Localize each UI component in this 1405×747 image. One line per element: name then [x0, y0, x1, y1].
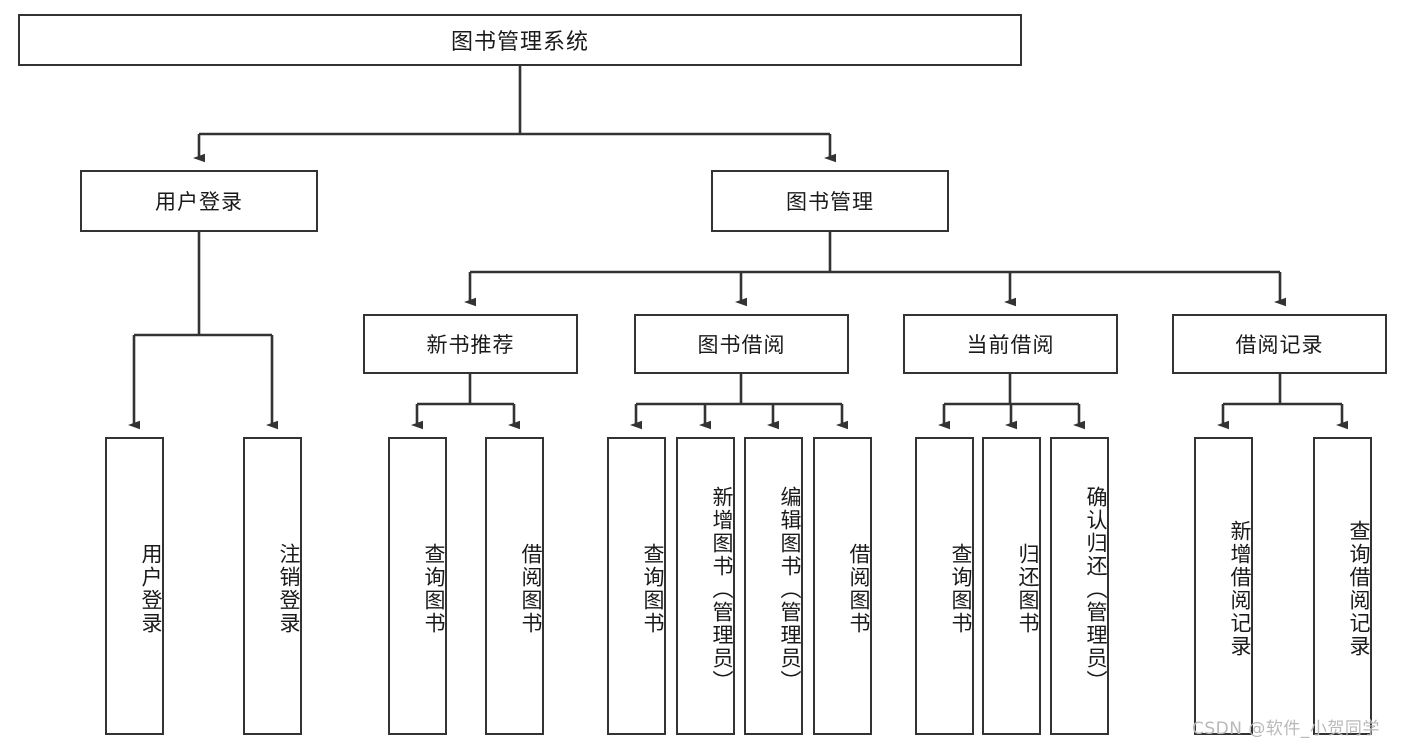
node-leaf-confirm-return[interactable]: 确认归还（管理员）: [1050, 437, 1109, 735]
node-leaf-user-login[interactable]: 用户登录: [105, 437, 164, 735]
node-book-borrow-label: 图书借阅: [697, 333, 786, 357]
node-leaf-query-book-1-label: 查询图书: [422, 543, 446, 635]
node-borrow-record-label: 借阅记录: [1235, 333, 1324, 357]
node-new-book-rec[interactable]: 新书推荐: [363, 314, 578, 374]
node-leaf-confirm-return-label: 确认归还（管理员）: [1084, 485, 1108, 693]
node-borrow-record[interactable]: 借阅记录: [1172, 314, 1387, 374]
node-leaf-return-book-label: 归还图书: [1016, 543, 1040, 635]
node-current-borrow[interactable]: 当前借阅: [903, 314, 1118, 374]
node-leaf-borrow-book-2-label: 借阅图书: [847, 543, 871, 635]
node-leaf-query-book-2[interactable]: 查询图书: [607, 437, 666, 735]
node-leaf-edit-book[interactable]: 编辑图书（管理员）: [744, 437, 803, 735]
node-book-borrow[interactable]: 图书借阅: [634, 314, 849, 374]
node-current-borrow-label: 当前借阅: [966, 333, 1055, 357]
node-leaf-borrow-book-2[interactable]: 借阅图书: [813, 437, 872, 735]
node-new-book-rec-label: 新书推荐: [426, 333, 515, 357]
node-leaf-query-book-3[interactable]: 查询图书: [915, 437, 974, 735]
node-leaf-query-record[interactable]: 查询借阅记录: [1313, 437, 1372, 735]
csdn-watermark: CSDN @软件_小贺同学: [1192, 719, 1380, 739]
node-root[interactable]: 图书管理系统: [18, 14, 1022, 66]
node-leaf-add-record[interactable]: 新增借阅记录: [1194, 437, 1253, 735]
node-book-manage-label: 图书管理: [786, 190, 874, 214]
node-leaf-add-book-label: 新增图书（管理员）: [710, 485, 734, 693]
node-leaf-edit-book-label: 编辑图书（管理员）: [778, 485, 802, 693]
node-leaf-logout[interactable]: 注销登录: [243, 437, 302, 735]
node-book-manage[interactable]: 图书管理: [711, 170, 949, 232]
node-user-login-label: 用户登录: [155, 190, 243, 214]
node-leaf-user-login-label: 用户登录: [139, 543, 163, 635]
node-leaf-borrow-book-1-label: 借阅图书: [519, 543, 543, 635]
node-root-label: 图书管理系统: [450, 30, 589, 55]
node-leaf-add-record-label: 新增借阅记录: [1228, 520, 1252, 658]
node-user-login[interactable]: 用户登录: [80, 170, 318, 232]
node-leaf-query-book-2-label: 查询图书: [641, 543, 665, 635]
node-leaf-query-record-label: 查询借阅记录: [1347, 520, 1371, 658]
node-leaf-logout-label: 注销登录: [277, 543, 301, 635]
node-leaf-query-book-1[interactable]: 查询图书: [388, 437, 447, 735]
node-leaf-return-book[interactable]: 归还图书: [982, 437, 1041, 735]
node-leaf-borrow-book-1[interactable]: 借阅图书: [485, 437, 544, 735]
node-leaf-add-book[interactable]: 新增图书（管理员）: [676, 437, 735, 735]
node-leaf-query-book-3-label: 查询图书: [949, 543, 973, 635]
